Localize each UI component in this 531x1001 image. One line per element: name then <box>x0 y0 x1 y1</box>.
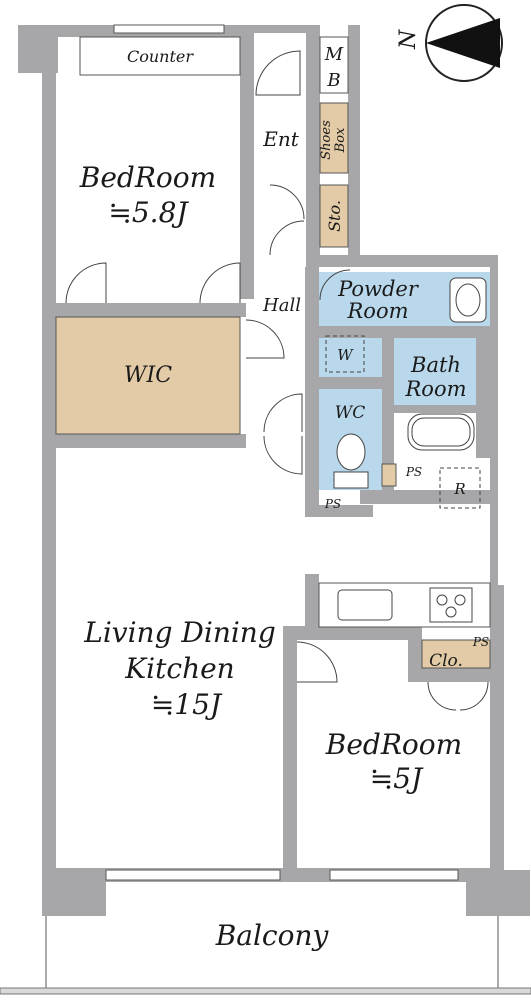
balcony-edge <box>0 987 531 995</box>
compass-label: N <box>396 29 421 50</box>
label-shoes-bottom: Box <box>333 127 348 153</box>
storage-area <box>319 184 349 248</box>
label-mb-bottom: B <box>326 70 340 91</box>
label-closet: Clo. <box>429 651 463 671</box>
door-sto-b <box>269 220 305 256</box>
label-ldk-line2: Kitchen <box>124 652 234 685</box>
door-wc <box>263 393 303 433</box>
toilet-tank <box>333 471 369 489</box>
stove <box>429 587 473 623</box>
label-ldk-line1: Living Dining <box>83 616 276 649</box>
label-powder-bottom: Room <box>346 299 408 323</box>
label-storage: Sto. <box>325 200 344 232</box>
compass: N <box>396 4 503 82</box>
floors <box>55 36 491 669</box>
door-powder <box>319 269 351 301</box>
counter-area <box>79 36 241 76</box>
label-wic: WIC <box>124 363 172 388</box>
door-wc-b <box>263 435 303 475</box>
label-powder-top: Powder <box>337 277 420 301</box>
door-sto <box>269 184 305 220</box>
label-ps-2: PS <box>324 497 341 511</box>
door-closet-b <box>459 681 489 711</box>
window-ldk <box>105 869 281 881</box>
label-shoes-top: Shoes <box>319 120 334 160</box>
label-fridge: R <box>453 480 465 498</box>
wic-floor <box>55 316 241 435</box>
closet-floor <box>421 639 491 669</box>
toilet-bowl <box>336 433 366 471</box>
window-bedroom2 <box>329 869 459 881</box>
burner-1 <box>436 594 448 606</box>
door-bedroom2 <box>296 641 338 683</box>
label-washer: W <box>337 346 354 364</box>
door-bedroom1 <box>65 262 107 304</box>
fridge-box <box>439 467 481 509</box>
label-ps-1: PS <box>405 465 422 479</box>
label-bedroom1-name: BedRoom <box>79 161 216 194</box>
label-mb-top: M <box>324 44 344 65</box>
washer-box <box>325 335 365 373</box>
bathtub-inner <box>411 417 471 447</box>
label-ldk-size: ≒15J <box>151 688 223 721</box>
label-bath-top: Bath <box>410 353 461 377</box>
ps-box-1 <box>381 463 397 487</box>
kitchen-sink <box>337 589 393 621</box>
labels: Counter M B Ent Shoes Box Sto. BedRoom ≒… <box>79 44 489 952</box>
door-bedroom1-b <box>199 262 241 304</box>
door-wic <box>245 319 285 359</box>
walls <box>18 25 530 916</box>
label-bedroom2-name: BedRoom <box>325 728 462 761</box>
powder-floor-lower <box>319 338 382 377</box>
fixtures <box>0 24 531 995</box>
burner-3 <box>445 606 457 618</box>
bathtub <box>407 413 475 451</box>
basin-bowl <box>455 283 481 317</box>
burner-2 <box>454 594 466 606</box>
doors <box>65 50 489 711</box>
label-bath-bottom: Room <box>404 377 466 401</box>
compass-needle <box>426 18 500 68</box>
label-entrance: Ent <box>262 127 299 151</box>
label-wc: WC <box>335 403 365 423</box>
label-bedroom2-size: ≒5J <box>370 762 424 795</box>
label-ps-3: PS <box>472 635 489 649</box>
mb-area <box>319 36 349 94</box>
window-bedroom1 <box>113 24 225 34</box>
label-hall: Hall <box>262 295 301 316</box>
door-closet <box>427 681 457 711</box>
door-entrance <box>255 50 301 96</box>
bath-floor <box>394 338 476 405</box>
label-balcony: Balcony <box>215 919 330 952</box>
shoes-box <box>319 102 349 174</box>
label-counter: Counter <box>127 47 194 66</box>
label-bedroom1-size: ≒5.8J <box>108 196 189 229</box>
washbasin <box>449 277 487 323</box>
